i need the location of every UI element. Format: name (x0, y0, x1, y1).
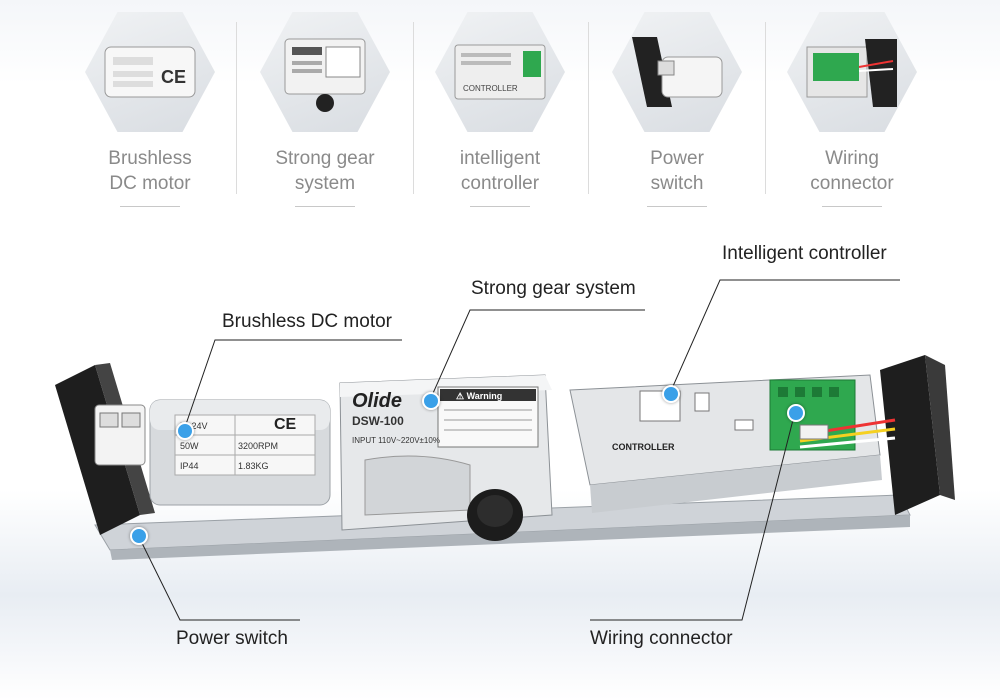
divider (765, 22, 766, 194)
svg-text:1.83KG: 1.83KG (238, 461, 269, 471)
feature-label-line2: controller (460, 173, 540, 194)
svg-text:CONTROLLER: CONTROLLER (463, 84, 518, 93)
feature-label-line2: system (294, 173, 356, 194)
svg-text:CE: CE (161, 67, 186, 87)
gearbox-icon (260, 12, 390, 132)
feature-underline (822, 206, 882, 207)
feature-intelligent-controller: CONTROLLER intelligent controller (412, 12, 588, 207)
svg-text:CE: CE (274, 416, 297, 433)
svg-text:INPUT 110V~220V±10%: INPUT 110V~220V±10% (352, 436, 440, 445)
wiring-connector-icon (787, 12, 917, 132)
controller-icon: CONTROLLER (435, 12, 565, 132)
right-end-cap (880, 355, 940, 515)
callout-intelligent-controller: Intelligent controller (722, 243, 887, 264)
svg-text:DSW-100: DSW-100 (352, 414, 404, 428)
power-switch-marker-dot (130, 527, 148, 545)
wiring-marker-dot (787, 404, 805, 422)
divider (236, 22, 237, 194)
svg-text:U: 24V: U: 24V (180, 421, 208, 431)
svg-text:CONTROLLER: CONTROLLER (612, 442, 675, 452)
motor-spec-label (174, 414, 316, 476)
motor-marker-dot (176, 422, 194, 440)
feature-row: CE Brushless DC motor Strong gear system (0, 0, 1000, 215)
svg-text:Olide: Olide (352, 390, 402, 412)
callout-power-switch: Power switch (176, 628, 288, 649)
product-diagram: U: 24V 50W 3200RPM IP44 1.83KG CE Olide … (0, 215, 1000, 700)
feature-underline (295, 206, 355, 207)
feature-label-line1: Power (650, 148, 704, 169)
svg-text:⚠ Warning: ⚠ Warning (456, 391, 502, 401)
feature-underline (120, 206, 180, 207)
door-operator-illustration: U: 24V 50W 3200RPM IP44 1.83KG CE Olide … (55, 279, 955, 621)
power-switch-icon (612, 12, 742, 132)
callout-strong-gear-system: Strong gear system (471, 278, 636, 299)
callout-lines (137, 279, 900, 621)
divider (413, 22, 414, 194)
feature-label-line1: Wiring (825, 148, 879, 169)
feature-power-switch: Power switch (589, 12, 765, 207)
divider (588, 22, 589, 194)
motor-icon: CE (85, 12, 215, 132)
feature-label-line2: switch (650, 173, 704, 194)
gear-marker-dot (422, 392, 440, 410)
feature-label-line2: connector (810, 173, 894, 194)
svg-text:3200RPM: 3200RPM (238, 441, 278, 451)
feature-label-line1: Strong gear (275, 148, 375, 169)
feature-label-line1: Brushless (108, 148, 192, 169)
feature-underline (470, 206, 530, 207)
svg-text:IP44: IP44 (180, 461, 199, 471)
feature-wiring-connector: Wiring connector (764, 12, 940, 207)
feature-label-line2: DC motor (109, 173, 191, 194)
feature-underline (647, 206, 707, 207)
feature-brushless-dc-motor: CE Brushless DC motor (62, 12, 238, 207)
callout-wiring-connector: Wiring connector (590, 628, 733, 649)
controller-marker-dot (662, 385, 680, 403)
callout-brushless-dc-motor: Brushless DC motor (222, 311, 392, 332)
feature-strong-gear-system: Strong gear system (237, 12, 413, 207)
svg-text:50W: 50W (180, 441, 199, 451)
feature-label-line1: intelligent (459, 148, 541, 169)
